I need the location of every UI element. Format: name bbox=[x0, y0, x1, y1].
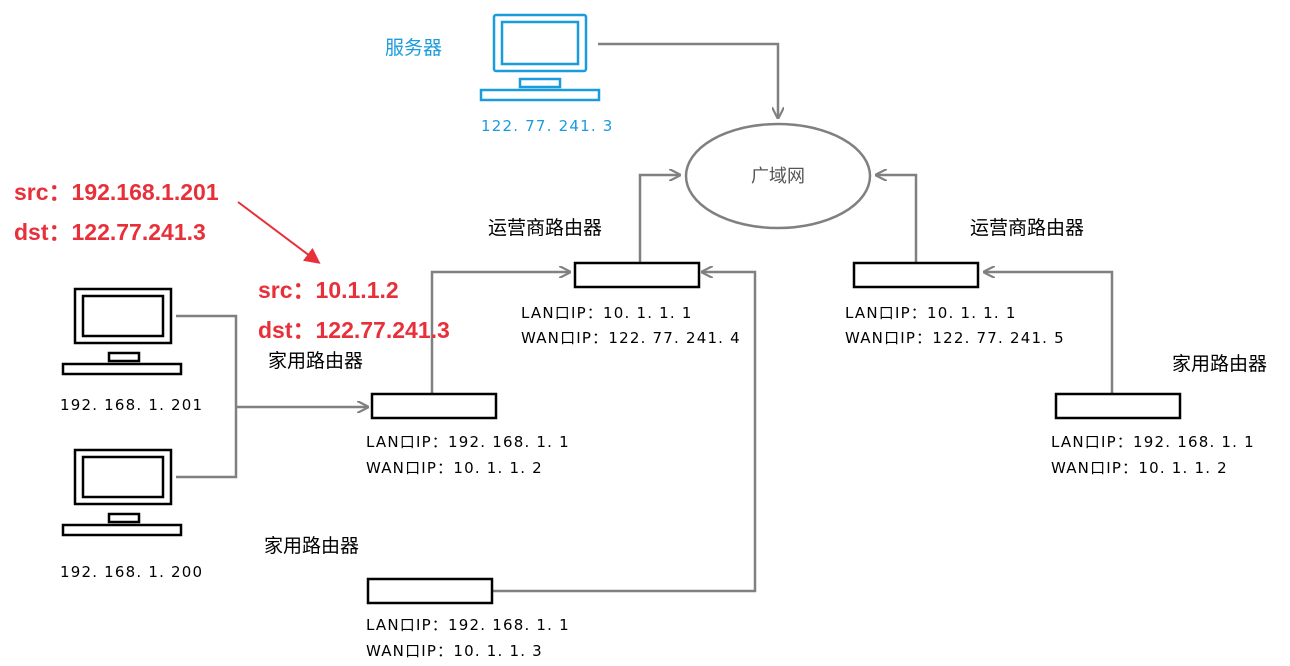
home-router-1-lan: LAN口IP：192. 168. 1. 1 bbox=[366, 433, 570, 451]
hosts-to-home-router-1-connection bbox=[176, 314, 368, 479]
host-1-monitor-icon bbox=[61, 287, 183, 376]
home-router-3-to-isp-router-2-connection bbox=[984, 272, 1114, 393]
isp-router-2-to-wan-connection bbox=[876, 175, 918, 262]
home-router-2-wan: WAN口IP：10. 1. 1. 3 bbox=[366, 642, 543, 660]
server-ip: 122. 77. 241. 3 bbox=[481, 117, 614, 135]
host-2-monitor-icon bbox=[61, 448, 183, 537]
packet-src-before-nat: src：192.168.1.201 bbox=[14, 179, 219, 205]
server-to-wan-connection bbox=[598, 42, 778, 118]
isp-router-1-title: 运营商路由器 bbox=[488, 217, 602, 239]
nat-translation-arrow bbox=[237, 201, 321, 264]
home-router-2-title: 家用路由器 bbox=[264, 535, 359, 557]
home-router-1-box bbox=[370, 392, 498, 420]
isp-router-2-title: 运营商路由器 bbox=[970, 217, 1084, 239]
host-2-ip: 192. 168. 1. 200 bbox=[60, 563, 203, 581]
isp-router-1-wan: WAN口IP：122. 77. 241. 4 bbox=[521, 329, 741, 347]
home-router-3-wan: WAN口IP：10. 1. 1. 2 bbox=[1051, 459, 1228, 477]
home-router-3-box bbox=[1054, 392, 1182, 420]
isp-router-2-lan: LAN口IP：10. 1. 1. 1 bbox=[845, 304, 1017, 322]
home-router-2-to-isp-router-1-connection bbox=[492, 272, 757, 593]
isp-router-1-to-wan-connection bbox=[638, 175, 680, 262]
isp-router-1-lan: LAN口IP：10. 1. 1. 1 bbox=[521, 304, 693, 322]
wan-cloud-label: 广域网 bbox=[751, 166, 805, 187]
home-router-2-lan: LAN口IP：192. 168. 1. 1 bbox=[366, 616, 570, 634]
server-monitor-icon bbox=[479, 13, 601, 102]
isp-router-2-box bbox=[852, 261, 980, 289]
home-router-1-to-isp-router-1-connection bbox=[430, 272, 570, 393]
home-router-3-lan: LAN口IP：192. 168. 1. 1 bbox=[1051, 433, 1255, 451]
wan-cloud: 广域网 bbox=[684, 122, 872, 230]
server-label: 服务器 bbox=[385, 37, 442, 59]
home-router-1-title: 家用路由器 bbox=[268, 350, 363, 372]
packet-dst-after-nat: dst：122.77.241.3 bbox=[258, 317, 450, 343]
packet-dst-before-nat: dst：122.77.241.3 bbox=[14, 219, 206, 245]
home-router-3-title: 家用路由器 bbox=[1172, 353, 1267, 375]
home-router-1-wan: WAN口IP：10. 1. 1. 2 bbox=[366, 459, 543, 477]
host-1-ip: 192. 168. 1. 201 bbox=[60, 396, 203, 414]
isp-router-1-box bbox=[573, 261, 701, 289]
packet-src-after-nat: src：10.1.1.2 bbox=[258, 277, 399, 303]
home-router-2-box bbox=[366, 577, 494, 605]
isp-router-2-wan: WAN口IP：122. 77. 241. 5 bbox=[845, 329, 1065, 347]
